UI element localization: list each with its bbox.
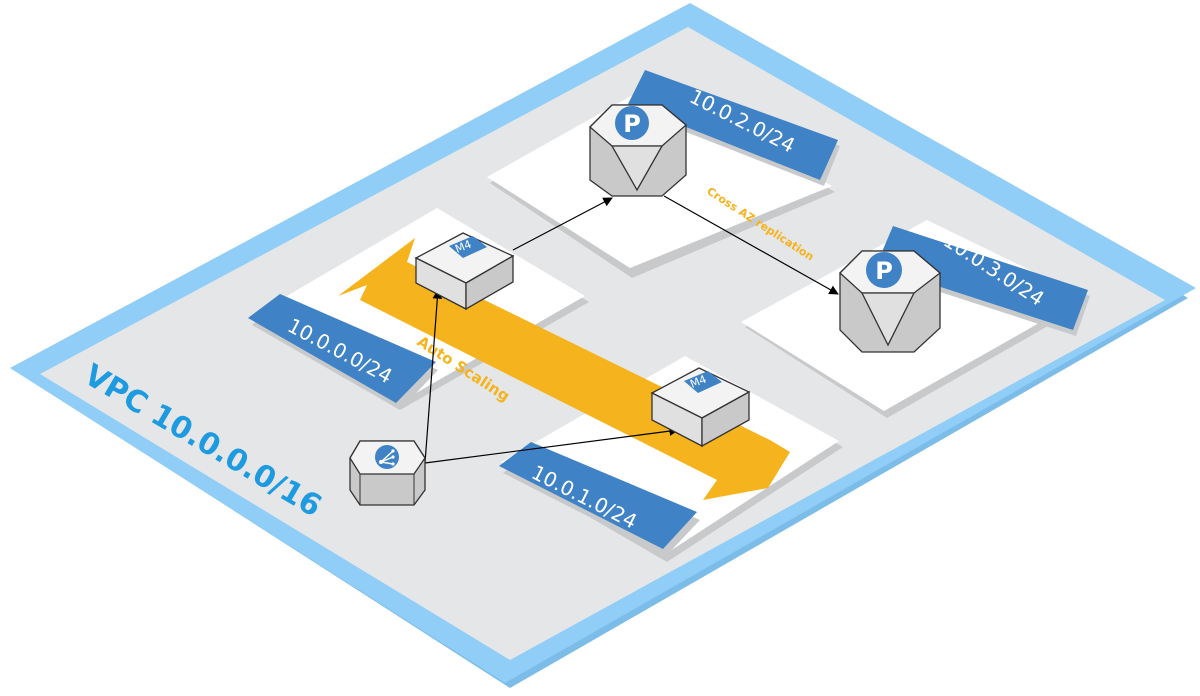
load-balancer-icon[interactable]	[349, 440, 426, 506]
subnet-bar	[248, 294, 436, 403]
rds-postgres-icon[interactable]: P	[839, 250, 942, 353]
subnet-bar	[876, 226, 1088, 330]
subnet-bar	[499, 442, 697, 549]
instance-label: M4	[453, 238, 473, 256]
vpc-platform: VPC 10.0.0.0/16	[10, 3, 1196, 688]
lb-to-instance-2-arrow	[424, 426, 679, 464]
replication-arrow	[663, 195, 839, 295]
db-label: P	[875, 257, 893, 285]
instance-label: M4	[688, 373, 708, 391]
db-label: P	[623, 110, 641, 138]
branch-icon	[380, 450, 394, 465]
instance-to-db-arrow	[512, 197, 613, 251]
lb-to-instance-1-arrow	[424, 289, 443, 464]
ec2-instance-icon[interactable]: M4	[650, 367, 751, 448]
subnet-bar	[628, 70, 838, 180]
ec2-instance-icon[interactable]: M4	[414, 232, 515, 311]
rds-postgres-icon[interactable]: P	[589, 104, 688, 197]
connections	[424, 195, 839, 464]
